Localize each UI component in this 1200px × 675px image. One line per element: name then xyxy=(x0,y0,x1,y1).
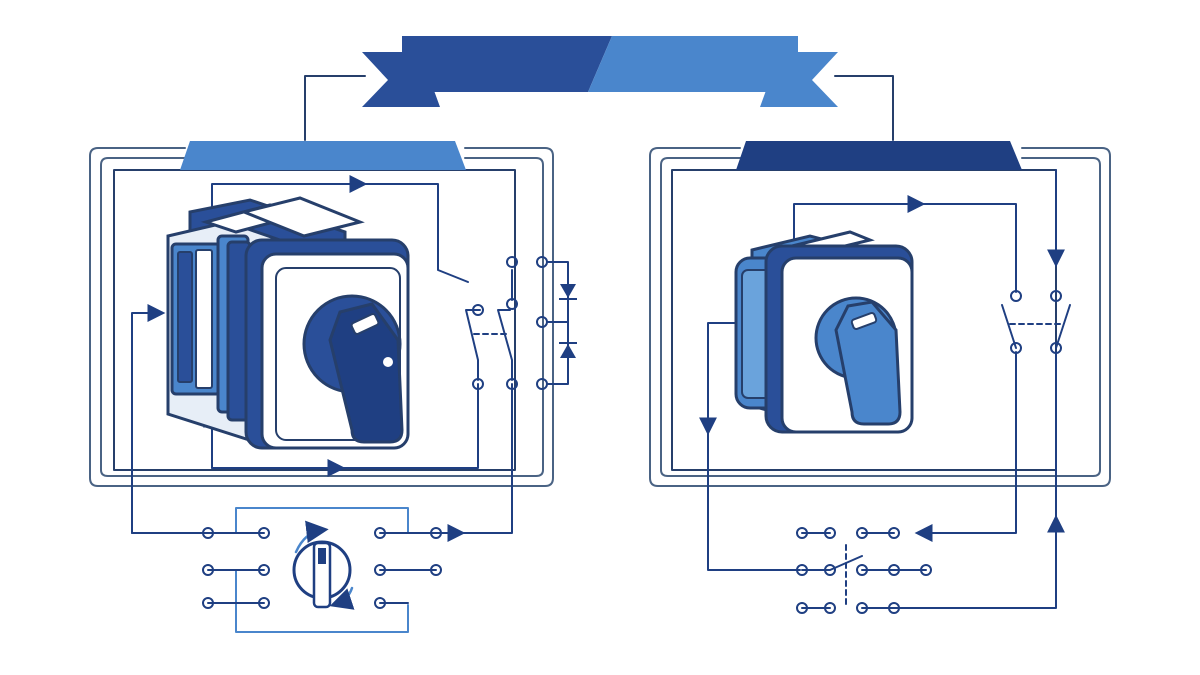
title-banner xyxy=(362,36,838,107)
diode-icon xyxy=(560,344,576,358)
left-panel xyxy=(89,141,577,633)
banner-connector-wires xyxy=(304,75,894,141)
selector-dots xyxy=(202,527,442,609)
rotary-knob-icon xyxy=(814,296,902,426)
contact-terminal xyxy=(506,298,518,310)
contact-terminal xyxy=(506,256,518,268)
right-ganged-contacts xyxy=(796,524,941,614)
left-selector-symbol xyxy=(131,507,466,633)
left-header-tab xyxy=(180,141,466,170)
rotary-knob-icon xyxy=(302,294,404,444)
right-header-tab xyxy=(736,141,1022,170)
contact-terminal xyxy=(472,378,484,390)
right-cam-switch-device xyxy=(734,230,914,434)
banner-body-right xyxy=(588,36,798,92)
left-diode-pair xyxy=(536,256,577,390)
banner-body-left xyxy=(402,36,612,92)
left-dpst-switch-symbol xyxy=(459,256,518,534)
contact-terminal xyxy=(506,378,518,390)
left-cam-switch-device xyxy=(166,196,410,450)
right-panel xyxy=(649,141,1111,614)
diode-icon xyxy=(560,284,576,298)
contact-terminal xyxy=(472,304,484,316)
right-dpst-switch-symbol xyxy=(889,290,1071,609)
